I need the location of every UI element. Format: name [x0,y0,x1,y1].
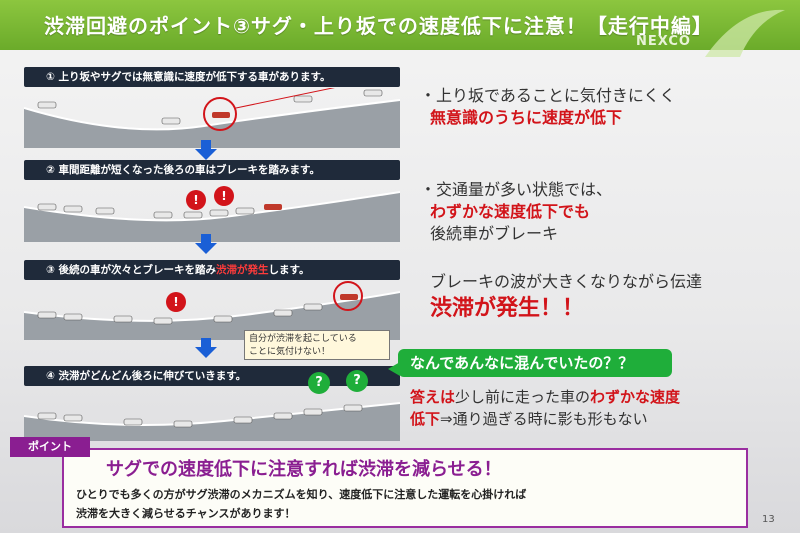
callout-line-2: ことに気付けない！ [249,347,331,357]
answer-text-2: ⇒通り過ぎる時に影も形もない [440,410,648,428]
highlight-circle-icon [203,97,237,131]
road-scene-1 [24,88,400,148]
bullet-1-line-2: 無意識のうちに速度が低下 [430,108,623,127]
step-1-bar: ① 上り坂やサグでは無意識に速度が低下する車があります。 [24,67,400,87]
step-3-text-end: します。 [268,264,310,276]
answer-lead: 答えは [410,388,456,406]
page-number: 13 [762,514,775,525]
question-icon: ? [308,372,330,394]
car-icon [37,89,383,125]
bullet-1-line-1: ・上り坂であることに気付きにくく [420,86,676,105]
slowing-car-icon [212,112,230,118]
brake-alert-icon: ! [214,186,234,206]
road-scene-3 [24,281,400,340]
point-body-line-2: 渋滞を大きく減らせるチャンスがあります！ [76,507,296,520]
point-body: ひとりでも多くの方がサグ渋滞のメカニズムを知り、速度低下に注意した運転を心掛けれ… [76,485,526,523]
bullet-3-line-2: 渋滞が発生！！ [430,296,585,321]
brake-alert-icon: ! [186,190,206,210]
title-bar [0,0,800,50]
bullet-2-line-1: ・交通量が多い状態では、 [420,180,613,199]
question-bubble: なんであんなに混んでいたの？？ [398,349,672,377]
step-3-text: ③ 後続の車が次々とブレーキを踏み [46,264,217,276]
answer-line-2: 低下⇒通り過ぎる時に影も形もない [410,408,648,429]
bullet-3-line-1: ブレーキの波が大きくなりながら伝達 [430,272,703,291]
question-icon: ? [346,370,368,392]
point-tag: ポイント [10,437,90,457]
point-body-line-1: ひとりでも多くの方がサグ渋滞のメカニズムを知り、速度低下に注意した運転を心掛けれ… [76,488,527,501]
bullet-2-line-2: わずかな速度低下でも [430,202,591,221]
point-headline: サグでの速度低下に注意すれば渋滞を減らせる！ [106,459,502,480]
answer-line-1: 答えは少し前に走った車のわずかな速度 [410,386,680,407]
down-arrow-icon [195,234,217,254]
callout-line-1: 自分が渋滞を起こしている [249,334,357,344]
step-4-bar: ④ 渋滞がどんどん後ろに伸びていきます。 [24,366,400,386]
answer-emphasis: わずかな速度 [590,388,681,406]
step-2-bar: ② 車間距離が短くなった後ろの車はブレーキを踏みます。 [24,160,400,180]
step-3-highlight: 渋滞が発生 [216,264,269,276]
answer-emphasis-2: 低下 [410,410,441,428]
answer-text: 少し前に走った車の [455,388,591,406]
down-arrow-icon [195,140,217,160]
slide-title: 渋滞回避のポイント③サグ・上り坂での速度低下に注意！【走行中編】 [44,14,713,38]
nexco-logo: NEXCO [636,34,691,49]
road-scene-4 [24,402,400,441]
driver-unaware-callout: 自分が渋滞を起こしている ことに気付けない！ [244,330,390,360]
brake-alert-icon: ! [166,292,186,312]
nexco-swoosh-icon [705,9,785,57]
step-3-bar: ③ 後続の車が次々とブレーキを踏み渋滞が発生します。 [24,260,400,280]
bullet-2-line-3: 後続車がブレーキ [430,224,559,243]
point-box [62,448,748,528]
down-arrow-icon [195,338,217,358]
road-scene-2 [24,191,400,242]
bubble-tail [388,362,400,376]
